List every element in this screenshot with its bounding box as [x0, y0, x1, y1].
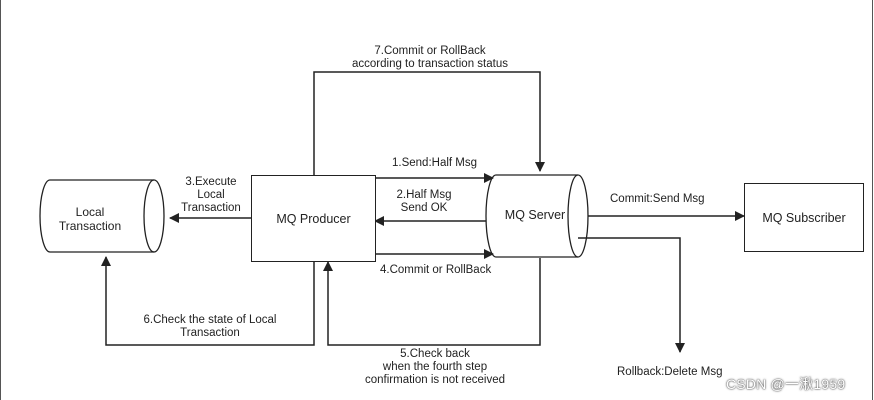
- local-transaction-cylinder: [39, 179, 165, 253]
- left-frame-edge: [0, 0, 1, 400]
- edge-7-commit-rollback-status: [313, 71, 545, 175]
- right-frame-edge: [872, 0, 873, 400]
- local-transaction-label: Local Transaction: [58, 205, 122, 233]
- step-4-label: 4.Commit or RollBack: [380, 264, 492, 276]
- step-6-label: 6.Check the state of Local Transaction: [143, 314, 277, 339]
- step-1-label: 1.Send:Half Msg: [392, 157, 478, 169]
- csdn-watermark: CSDN @一湫1959: [726, 376, 846, 392]
- step-3-label: 3.Execute Local Transaction: [181, 176, 241, 214]
- step-5-label: 5.Check back when the fourth step confir…: [365, 348, 505, 386]
- step-7-label: 7.Commit or RollBack according to transa…: [352, 45, 508, 70]
- commit-send-msg-label: Commit:Send Msg: [610, 193, 705, 205]
- rollback-delete-msg-label: Rollback:Delete Msg: [617, 366, 723, 378]
- mq-producer-node: MQ Producer: [251, 175, 376, 262]
- mq-subscriber-node: MQ Subscriber: [744, 183, 864, 252]
- mq-producer-label: MQ Producer: [276, 211, 351, 226]
- mq-server-cylinder: [485, 174, 589, 258]
- edge-rollback-delete: [578, 237, 685, 353]
- edge-6-check-state: [101, 256, 315, 346]
- edge-5-check-back: [323, 258, 541, 346]
- mq-server-label: MQ Server: [504, 208, 566, 222]
- step-2-label: 2.Half Msg Send OK: [396, 189, 452, 214]
- mq-subscriber-label: MQ Subscriber: [762, 210, 846, 225]
